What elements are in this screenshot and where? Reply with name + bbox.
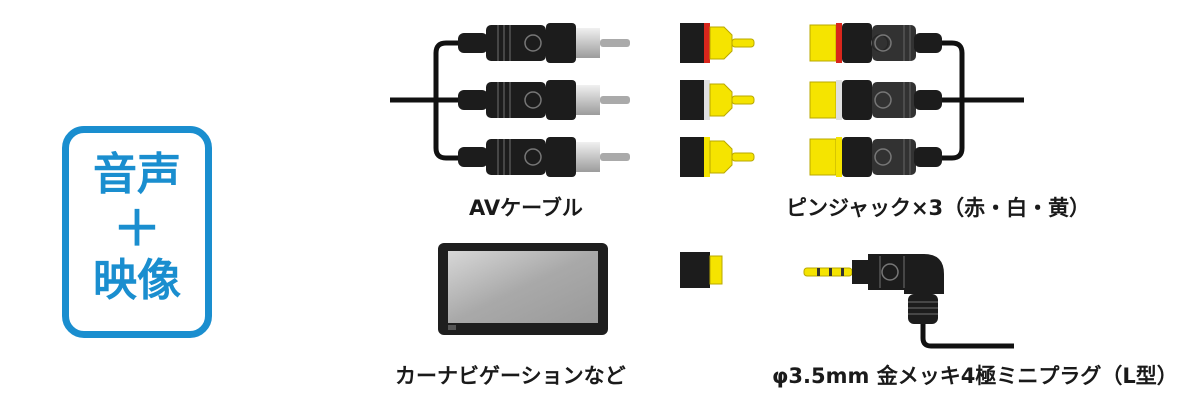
pin-jack-cable-illustration: [809, 23, 1024, 177]
pin-jacks-caption: ピンジャック×3（赤・白・黄）: [786, 196, 1091, 220]
audio-video-badge: 音声 ＋ 映像: [62, 126, 212, 338]
av-cable-illustration: [390, 23, 630, 177]
pin-jack-white: [680, 80, 755, 120]
pin-jacks-illustration: [680, 23, 755, 177]
cable-jack-yellow: [809, 137, 942, 177]
badge-audio-label: 音声: [93, 149, 181, 200]
mini-jack-illustration: [680, 252, 723, 288]
cable-jack-red: [809, 23, 942, 63]
badge-plus-label: ＋: [112, 201, 161, 257]
pin-jack-red: [680, 23, 755, 63]
mini-plug-cable-wire: [920, 324, 1014, 349]
av-plug-yellow: [458, 137, 630, 177]
mini-plug-caption: φ3.5mm 金メッキ4極ミニプラグ（L型）: [772, 364, 1178, 388]
av-plug-red: [458, 23, 630, 63]
l-shaped-mini-plug-illustration: [803, 254, 1014, 349]
av-plug-white: [458, 80, 630, 120]
pin-jack-yellow: [680, 137, 755, 177]
car-navigation-illustration: [438, 243, 608, 335]
car-navigation-caption: カーナビゲーションなど: [395, 364, 626, 388]
av-cable-caption: AVケーブル: [469, 196, 583, 220]
badge-video-label: 映像: [93, 255, 181, 306]
cable-jack-white: [809, 80, 942, 120]
